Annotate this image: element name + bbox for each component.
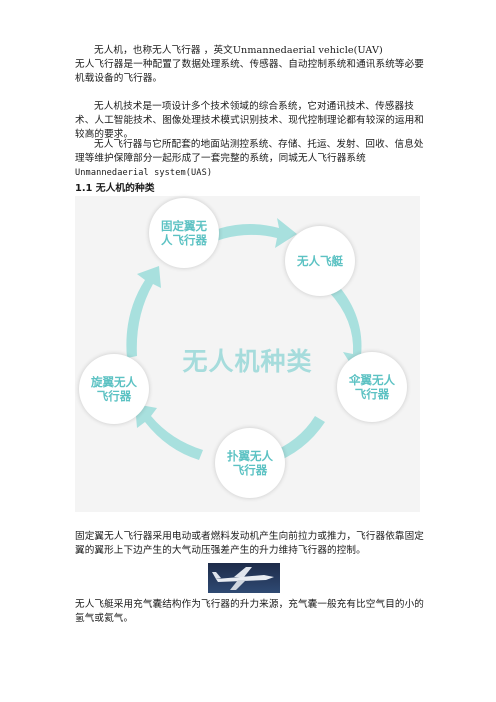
arrow-4: [135, 404, 203, 460]
paragraph-airship: 无人飞艇采用充气囊结构作为飞行器的升力来源，充气囊一般充有比空气目的小的氢气或氦…: [75, 599, 424, 625]
diagram-center-title: 无人机种类: [182, 347, 313, 376]
uas-english: Unmannedaerial system(UAS): [75, 168, 213, 179]
paragraph-definition: 无人飞行器是一种配置了数据处理系统、传感器、自动控制系统和通讯系统等必要机载设备…: [75, 59, 424, 85]
paragraph-technology: 无人机技术是一项设计多个技术领域的综合系统，它对通讯技术、传感器技术、人工智能技…: [75, 101, 424, 141]
uav-types-diagram: 固定翼无人飞行器 无人飞艇 伞翼无人飞行器 扑翼无人飞行器 旋翼无人飞行器 无人…: [75, 196, 420, 512]
node-fixed-wing: 固定翼无人飞行器: [149, 198, 219, 268]
arrow-5: [126, 266, 161, 358]
uav-icon: [212, 567, 274, 590]
paragraph-system: 无人飞行器与它所配套的地面站测控系统、存储、托运、发射、回收、信息处理等维护保障…: [75, 139, 424, 179]
arrow-1: [193, 218, 297, 250]
node-airship: 无人飞艇: [285, 226, 355, 296]
intro-line: 无人机，也称无人飞行器 ，英文Unmannedaerial vehicle(UA…: [94, 45, 383, 56]
section-heading: 1.1 无人机的种类: [75, 183, 155, 194]
node-parawing: 伞翼无人飞行器: [337, 352, 407, 422]
arrow-2: [329, 284, 371, 374]
node-rotor: 旋翼无人飞行器: [79, 354, 149, 424]
node-flapping-wing: 扑翼无人飞行器: [215, 428, 285, 498]
paragraph-fixed-wing: 固定翼无人飞行器采用电动或者燃料发动机产生向前拉力或推力，飞行器依靠固定翼的翼形…: [75, 531, 424, 557]
fixed-wing-uav-photo: [208, 563, 280, 593]
